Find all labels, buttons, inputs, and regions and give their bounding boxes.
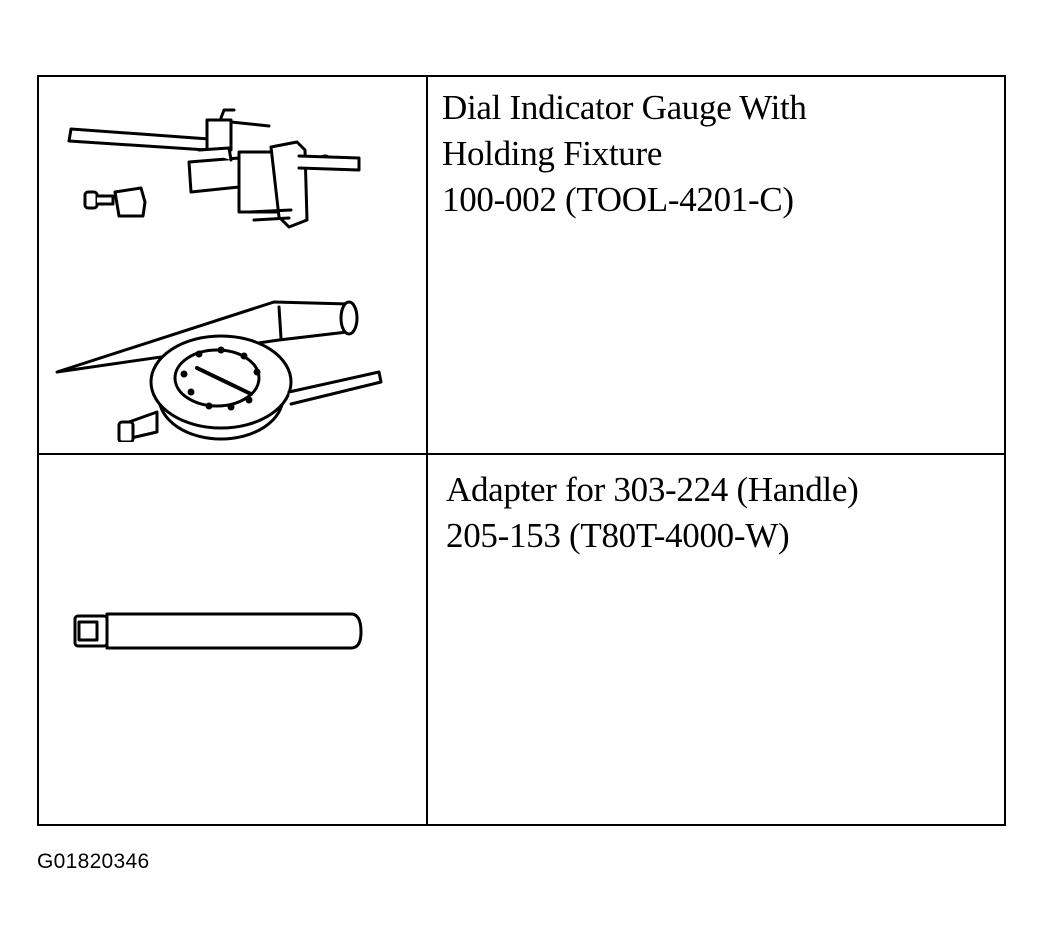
column-divider — [426, 77, 428, 824]
row-divider — [39, 453, 1004, 455]
dial-indicator-gauge-with-holding-fixture-icon — [55, 108, 383, 442]
tool-name-line: Dial Indicator Gauge With — [442, 88, 807, 127]
tool-name-line: Adapter for 303-224 (Handle) — [446, 470, 859, 509]
tool-number-line: 100-002 (TOOL-4201-C) — [442, 180, 794, 219]
figure-code: G01820346 — [37, 850, 150, 873]
tool-number-line: 205-153 (T80T-4000-W) — [446, 516, 790, 555]
tool-description-dial-indicator: Dial Indicator Gauge With Holding Fixtur… — [442, 85, 807, 223]
tool-name-line: Holding Fixture — [442, 134, 663, 173]
adapter-rod-icon — [73, 612, 363, 650]
tool-description-adapter: Adapter for 303-224 (Handle) 205-153 (T8… — [446, 467, 859, 559]
special-tools-table: Dial Indicator Gauge With Holding Fixtur… — [37, 75, 1006, 826]
